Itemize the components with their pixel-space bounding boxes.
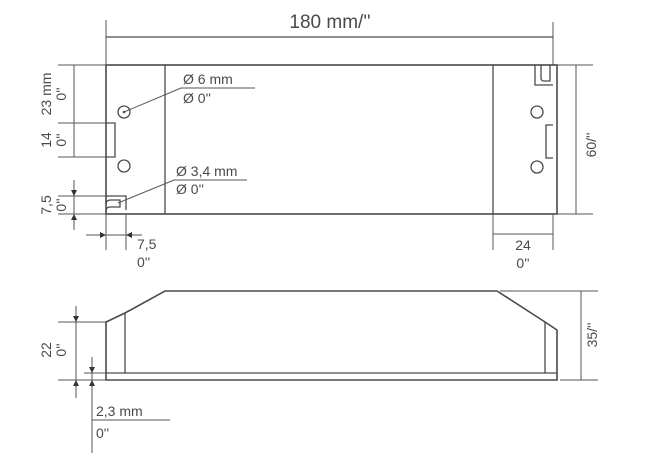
- housing-outline: [105, 64, 558, 215]
- dim-22-inch: 0'': [53, 343, 69, 356]
- mounting-hole: [117, 159, 131, 173]
- side-height-label: 35/'': [584, 323, 600, 348]
- dim-23-mm: 23 mm: [38, 73, 54, 116]
- dim-7-5-h-inch: 0'': [137, 254, 150, 270]
- dim-7-5-v-mm: 7,5: [38, 195, 54, 215]
- side-housing-outline: [105, 290, 558, 381]
- dim-14-inch: 0'': [53, 133, 69, 146]
- mounting-hole: [530, 160, 544, 174]
- dim-7-5-v-inch: 0'': [53, 198, 69, 211]
- left-slot: [105, 195, 127, 212]
- length-label: 180 mm/'': [289, 12, 370, 33]
- dim-24-mm: 24: [515, 237, 531, 253]
- dim-2-3-inch: 0'': [96, 425, 109, 441]
- hole-small-mm: Ø 3,4 mm: [176, 163, 237, 179]
- dim-24-inch: 0'': [516, 255, 529, 271]
- left-tab: [106, 122, 116, 158]
- height-label: 60/'': [583, 133, 599, 158]
- top-view: 180 mm/'' Ø 6 mm Ø 0'' Ø 3,4 mm Ø 0'' 23…: [38, 12, 599, 271]
- hole-small-inch: Ø 0'': [176, 181, 204, 197]
- dim-2-3-mm: 2,3 mm: [96, 403, 143, 419]
- mounting-hole: [530, 105, 544, 119]
- dim-23-inch: 0'': [53, 87, 69, 100]
- mounting-hole-large: [117, 105, 131, 119]
- dim-7-5-h-mm: 7,5: [137, 236, 157, 252]
- side-view: 35/'' 22 0'' 2,3 mm 0'': [38, 290, 600, 453]
- leader-hole-large: [123, 87, 255, 113]
- dim-14-mm: 14: [38, 132, 54, 148]
- hole-large-inch: Ø 0'': [183, 90, 211, 106]
- hole-large-mm: Ø 6 mm: [183, 71, 233, 87]
- right-slot: [534, 65, 553, 86]
- dim-22-mm: 22: [38, 342, 54, 358]
- right-tab: [545, 124, 553, 159]
- leader-hole-small: [117, 179, 247, 204]
